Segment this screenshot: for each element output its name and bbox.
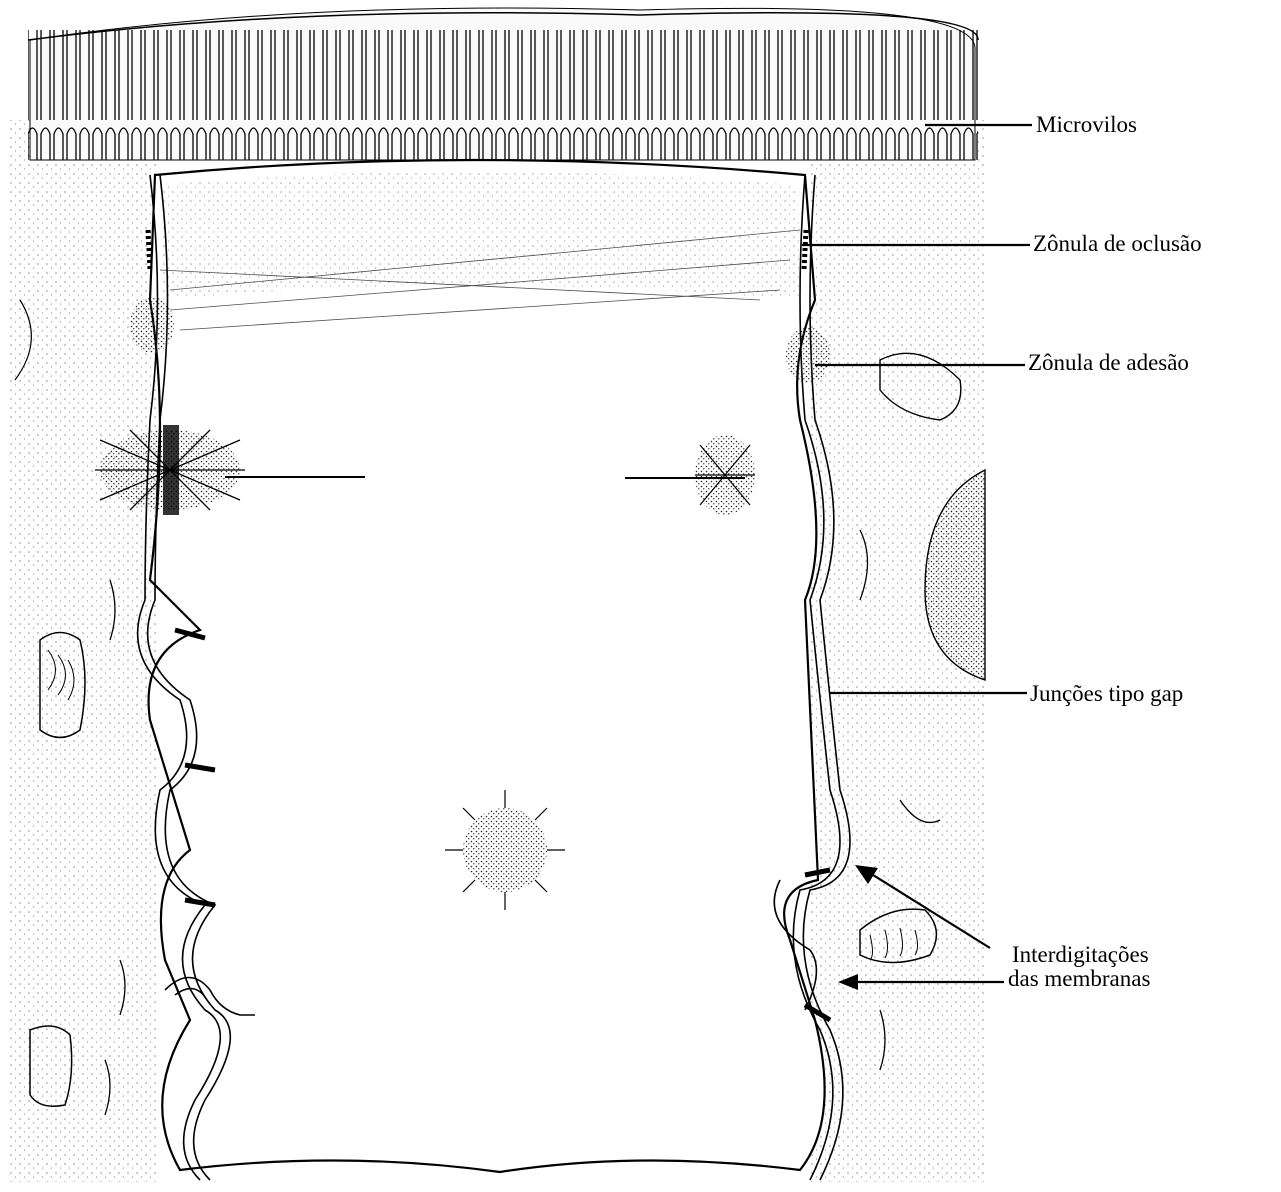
label-microvilos: Microvilos: [1036, 112, 1137, 138]
label-zonula-oclusao: Zônula de oclusão: [1033, 231, 1202, 257]
label-interdigitacoes-line1: Interdigitações: [1012, 942, 1149, 968]
label-juncoes-gap: Junções tipo gap: [1030, 681, 1183, 707]
left-neighbor-cell: [8, 120, 158, 1182]
label-zonula-adesao: Zônula de adesão: [1028, 350, 1189, 376]
right-neighbor-cell: [810, 120, 985, 1182]
microvilli-brush-border: [28, 8, 978, 160]
central-epithelial-cell: [138, 160, 850, 1180]
label-interdigitacoes-line2: das membranas: [1008, 966, 1150, 992]
